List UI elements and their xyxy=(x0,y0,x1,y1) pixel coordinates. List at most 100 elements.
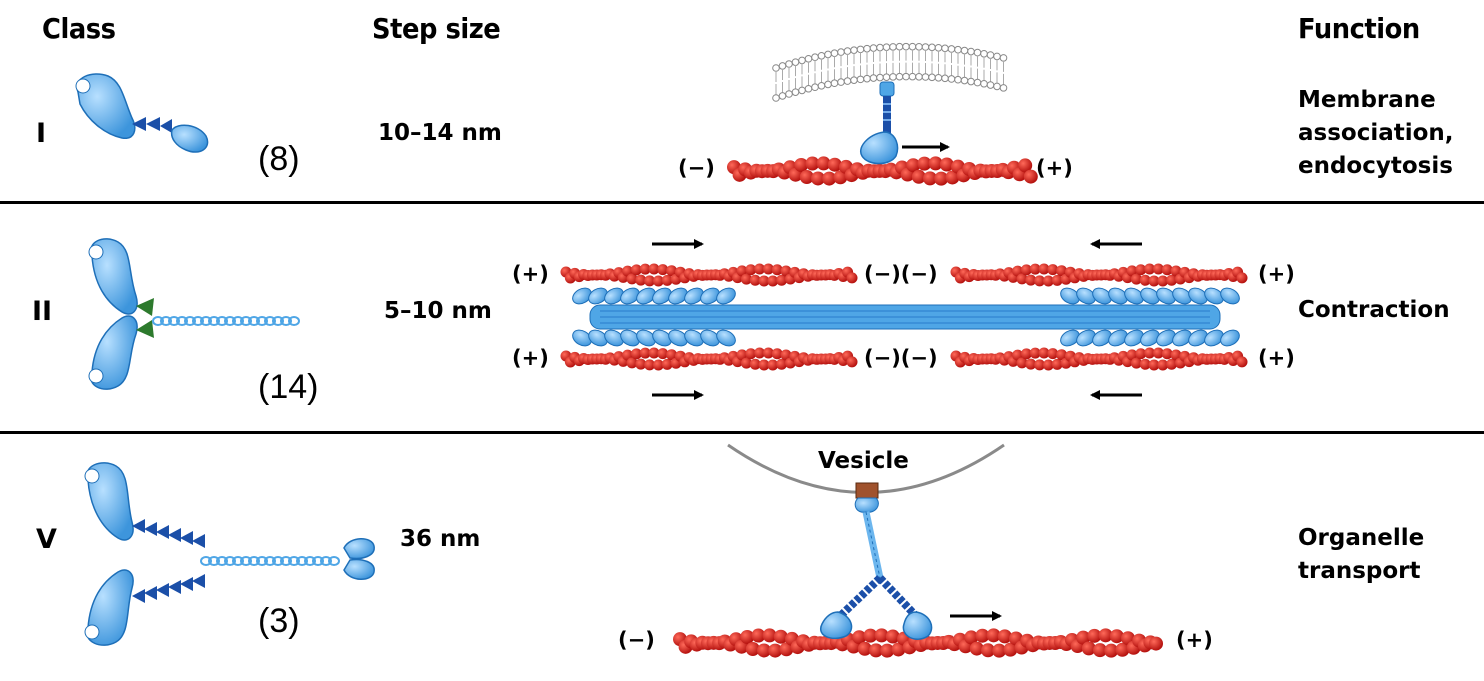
myosin-head xyxy=(716,329,736,347)
polarity-plus-I: (+) xyxy=(1036,156,1073,180)
polarity-minus-V: (−) xyxy=(618,628,655,652)
myosin-head xyxy=(1092,287,1112,305)
lipid-molecule xyxy=(986,51,995,89)
myosin-head xyxy=(1220,329,1240,347)
actin-filament xyxy=(560,263,858,287)
myosin-head xyxy=(588,329,608,347)
class-label-V: V xyxy=(36,524,57,555)
lipid-molecule xyxy=(882,43,891,81)
lipid-molecule xyxy=(947,45,956,83)
myosin-head xyxy=(700,329,720,347)
lipid-molecule xyxy=(791,58,800,96)
lipid-molecule xyxy=(928,43,936,82)
myosin-head xyxy=(636,329,656,347)
myosin-head xyxy=(700,287,720,305)
function-I-line-3: endocytosis xyxy=(1298,153,1453,179)
lipid-molecule xyxy=(837,48,845,86)
myosin-V-on-actin xyxy=(819,482,933,640)
polarity-minus-II-top-mid: (−)(−) xyxy=(864,262,938,286)
lipid-molecule xyxy=(804,54,813,93)
lipid-molecule xyxy=(902,42,910,81)
lipid-molecule xyxy=(993,52,1001,91)
myosin-head xyxy=(1156,287,1176,305)
function-II: Contraction xyxy=(1298,294,1450,327)
lipid-molecule xyxy=(941,44,949,83)
function-I-line-1: Membrane xyxy=(1298,87,1436,113)
row-divider-2 xyxy=(0,431,1484,434)
lipid-molecule xyxy=(817,51,826,90)
step-size-V: 36 nm xyxy=(400,526,481,552)
header-class: Class xyxy=(42,12,116,45)
myosin-V-icon xyxy=(84,462,375,646)
myosin-head xyxy=(588,287,608,305)
myosin-head xyxy=(620,287,640,305)
lipid-molecule xyxy=(798,56,806,95)
family-count-V: (3) xyxy=(258,602,300,640)
myosin-head xyxy=(1140,329,1160,347)
function-I-line-2: association, xyxy=(1298,120,1454,146)
family-count-I: (8) xyxy=(258,140,300,178)
myosin-V-levers xyxy=(132,519,205,603)
polarity-minus-I: (−) xyxy=(678,156,715,180)
myosin-head xyxy=(1188,329,1208,347)
actin-filament xyxy=(950,263,1248,287)
lipid-molecule xyxy=(999,54,1008,92)
thick-filament xyxy=(589,304,1221,330)
myosin-head xyxy=(636,287,656,305)
myosin-head xyxy=(1076,287,1096,305)
actin-filaments xyxy=(560,156,1248,658)
myosin-head xyxy=(604,329,624,347)
myosin-II-coiled-coil xyxy=(152,316,300,326)
myosin-head xyxy=(1060,329,1080,347)
thick-filament-heads xyxy=(572,287,1240,347)
lipid-molecule xyxy=(869,44,878,82)
myosin-head xyxy=(572,329,592,347)
myosin-head xyxy=(684,287,704,305)
myosin-head xyxy=(1156,329,1176,347)
polarity-plus-II-top-left: (+) xyxy=(512,262,549,286)
lipid-molecule xyxy=(921,43,930,81)
lipid-molecule xyxy=(954,45,962,84)
row-divider-1 xyxy=(0,201,1484,204)
myosin-head xyxy=(620,329,640,347)
header-step-size: Step size xyxy=(372,12,501,45)
lipid-molecule xyxy=(980,49,988,88)
actin-filament xyxy=(673,628,1163,658)
lipid-molecule xyxy=(778,62,787,100)
lipid-bilayer xyxy=(772,42,1008,102)
myosin-head xyxy=(668,287,688,305)
lipid-molecule xyxy=(908,42,917,81)
step-size-II: 5–10 nm xyxy=(384,298,492,324)
lipid-molecule xyxy=(772,64,780,102)
myosin-head xyxy=(1092,329,1112,347)
actin-filament xyxy=(727,156,1038,186)
myosin-head xyxy=(572,287,592,305)
lipid-molecule xyxy=(967,47,975,86)
myosin-head xyxy=(668,329,688,347)
function-V: Organelle transport xyxy=(1298,522,1424,588)
lipid-molecule xyxy=(830,49,839,88)
class-label-II: II xyxy=(32,296,53,327)
myosin-head xyxy=(684,329,704,347)
myosin-head xyxy=(1060,287,1080,305)
class-label-I: I xyxy=(36,118,47,149)
myosin-head xyxy=(1220,287,1240,305)
step-size-I: 10–14 nm xyxy=(378,120,502,146)
lipid-molecule xyxy=(863,44,871,83)
myosin-head xyxy=(652,329,672,347)
lipid-molecule xyxy=(876,43,884,82)
myosin-V-coiled-coil xyxy=(200,556,340,566)
actin-filament xyxy=(950,347,1248,371)
lipid-molecule xyxy=(785,60,793,98)
myosin-head xyxy=(716,287,736,305)
lipid-molecule xyxy=(856,45,865,84)
lipid-molecule xyxy=(824,50,832,89)
myosin-head xyxy=(652,287,672,305)
myosin-head xyxy=(1140,287,1160,305)
polarity-plus-II-bottom-left: (+) xyxy=(512,346,549,370)
lipid-molecule xyxy=(811,53,819,92)
polarity-plus-II-bottom-right: (+) xyxy=(1258,346,1295,370)
myosin-head xyxy=(1108,287,1128,305)
polarity-plus-II-top-right: (+) xyxy=(1258,262,1295,286)
